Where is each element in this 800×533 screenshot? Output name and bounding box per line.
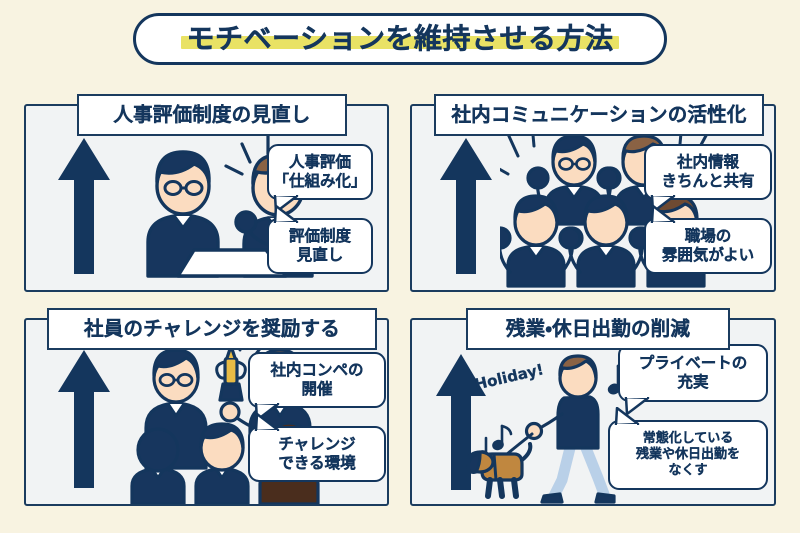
panel-heading-encourage-challenge: 社員のチャレンジを奨励する <box>47 308 377 350</box>
panel-heading-reduce-overtime: 残業・休日出勤の削減 <box>466 308 730 350</box>
page-title: モチベーションを維持させる方法 <box>186 22 614 55</box>
bubble-internal-communication-2: 職場の 雰囲気がよい <box>644 205 772 274</box>
bubble-tail-icon <box>650 205 676 223</box>
bubble-internal-communication-1: 社内情報 きちんと共有 <box>644 144 772 213</box>
panel-heading-internal-communication: 社内コミュニケーションの活性化 <box>434 94 764 136</box>
bubble-tail-icon <box>273 205 299 223</box>
bubble-reduce-overtime-1: プライベートの 充実 <box>618 344 768 415</box>
panel-hr-evaluation: 人事評価 「仕組み化」 評価制度 見直し <box>24 104 389 292</box>
bubble-tail-icon <box>254 403 280 421</box>
page-title-pill: モチベーションを維持させる方法 <box>133 13 667 65</box>
panel-heading-hr-evaluation: 人事評価制度の見直し <box>77 94 347 136</box>
title-highlight-bar <box>180 36 620 49</box>
bubble-encourage-challenge-1: 社内コンペの 開催 <box>248 352 386 421</box>
bubble-tail-icon <box>273 195 299 213</box>
up-arrow-icon <box>58 350 110 488</box>
bubble-tail-icon <box>254 413 280 431</box>
bubble-tail-icon <box>650 195 676 213</box>
up-arrow-icon <box>436 354 486 490</box>
bubble-tail-icon <box>614 407 640 425</box>
up-arrow-icon <box>440 138 492 274</box>
bubble-tail-icon <box>624 397 650 415</box>
bubble-hr-evaluation-1: 人事評価 「仕組み化」 <box>267 144 373 213</box>
bubble-encourage-challenge-2: チャレンジ できる環境 <box>248 413 386 482</box>
up-arrow-icon <box>58 138 110 274</box>
bubble-hr-evaluation-2: 評価制度 見直し <box>267 205 373 274</box>
bubble-reduce-overtime-2: 常態化している 残業や休日出勤を なくす <box>608 407 768 490</box>
